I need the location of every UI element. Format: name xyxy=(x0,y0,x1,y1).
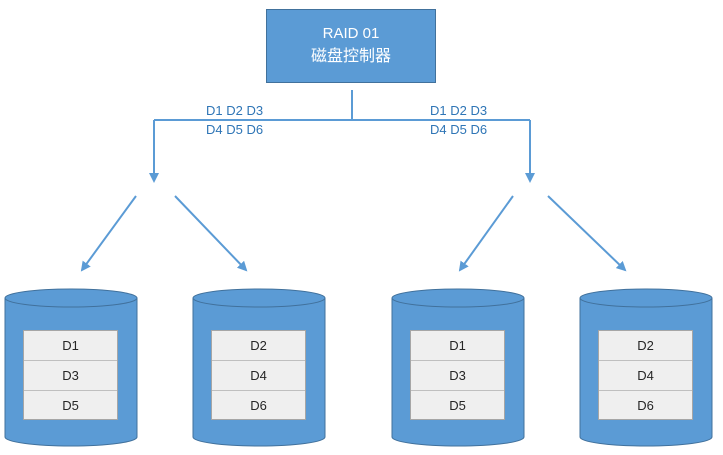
arrow-to-disk-3 xyxy=(458,195,514,272)
disk-3-row-2: D3 xyxy=(411,361,504,391)
disk-3-table: D1 D3 D5 xyxy=(410,330,505,420)
disk-2-row-2: D4 xyxy=(212,361,305,391)
disk-3-row-3: D5 xyxy=(449,398,466,413)
controller-subtitle: 磁盘控制器 xyxy=(310,48,391,65)
disk-1-row-1: D1 xyxy=(24,331,117,361)
arrow-to-disk-2 xyxy=(174,195,248,272)
disk-2-table: D2 D4 D6 xyxy=(211,330,306,420)
right-branch-line2: D4 D5 D6 xyxy=(430,122,488,137)
disk-2-row-1: D2 xyxy=(212,331,305,361)
right-branch-label: D1 D2 D3 D4 D5 D6 xyxy=(430,101,487,139)
controller-title: RAID 01 xyxy=(322,25,380,42)
raid-controller-box: RAID 01 磁盘控制器 xyxy=(266,9,436,83)
left-branch-label: D1 D2 D3 D4 D5 D6 xyxy=(206,101,263,139)
disk-1-row-3: D5 xyxy=(62,398,79,413)
right-branch-line1: D1 D2 D3 xyxy=(430,103,488,118)
disk-3-row-1: D1 xyxy=(411,331,504,361)
disk-4-row-2: D4 xyxy=(599,361,692,391)
disk-1-row-2: D3 xyxy=(24,361,117,391)
connector-lines xyxy=(80,90,627,272)
left-branch-line2: D4 D5 D6 xyxy=(206,122,264,137)
disk-4-row-3: D6 xyxy=(637,398,654,413)
disk-4-table: D2 D4 D6 xyxy=(598,330,693,420)
disk-2-row-3: D6 xyxy=(250,398,267,413)
arrow-to-disk-1 xyxy=(80,195,137,272)
disk-1-table: D1 D3 D5 xyxy=(23,330,118,420)
left-branch-line1: D1 D2 D3 xyxy=(206,103,264,118)
disk-4-row-1: D2 xyxy=(599,331,692,361)
arrow-to-disk-4 xyxy=(547,195,627,272)
